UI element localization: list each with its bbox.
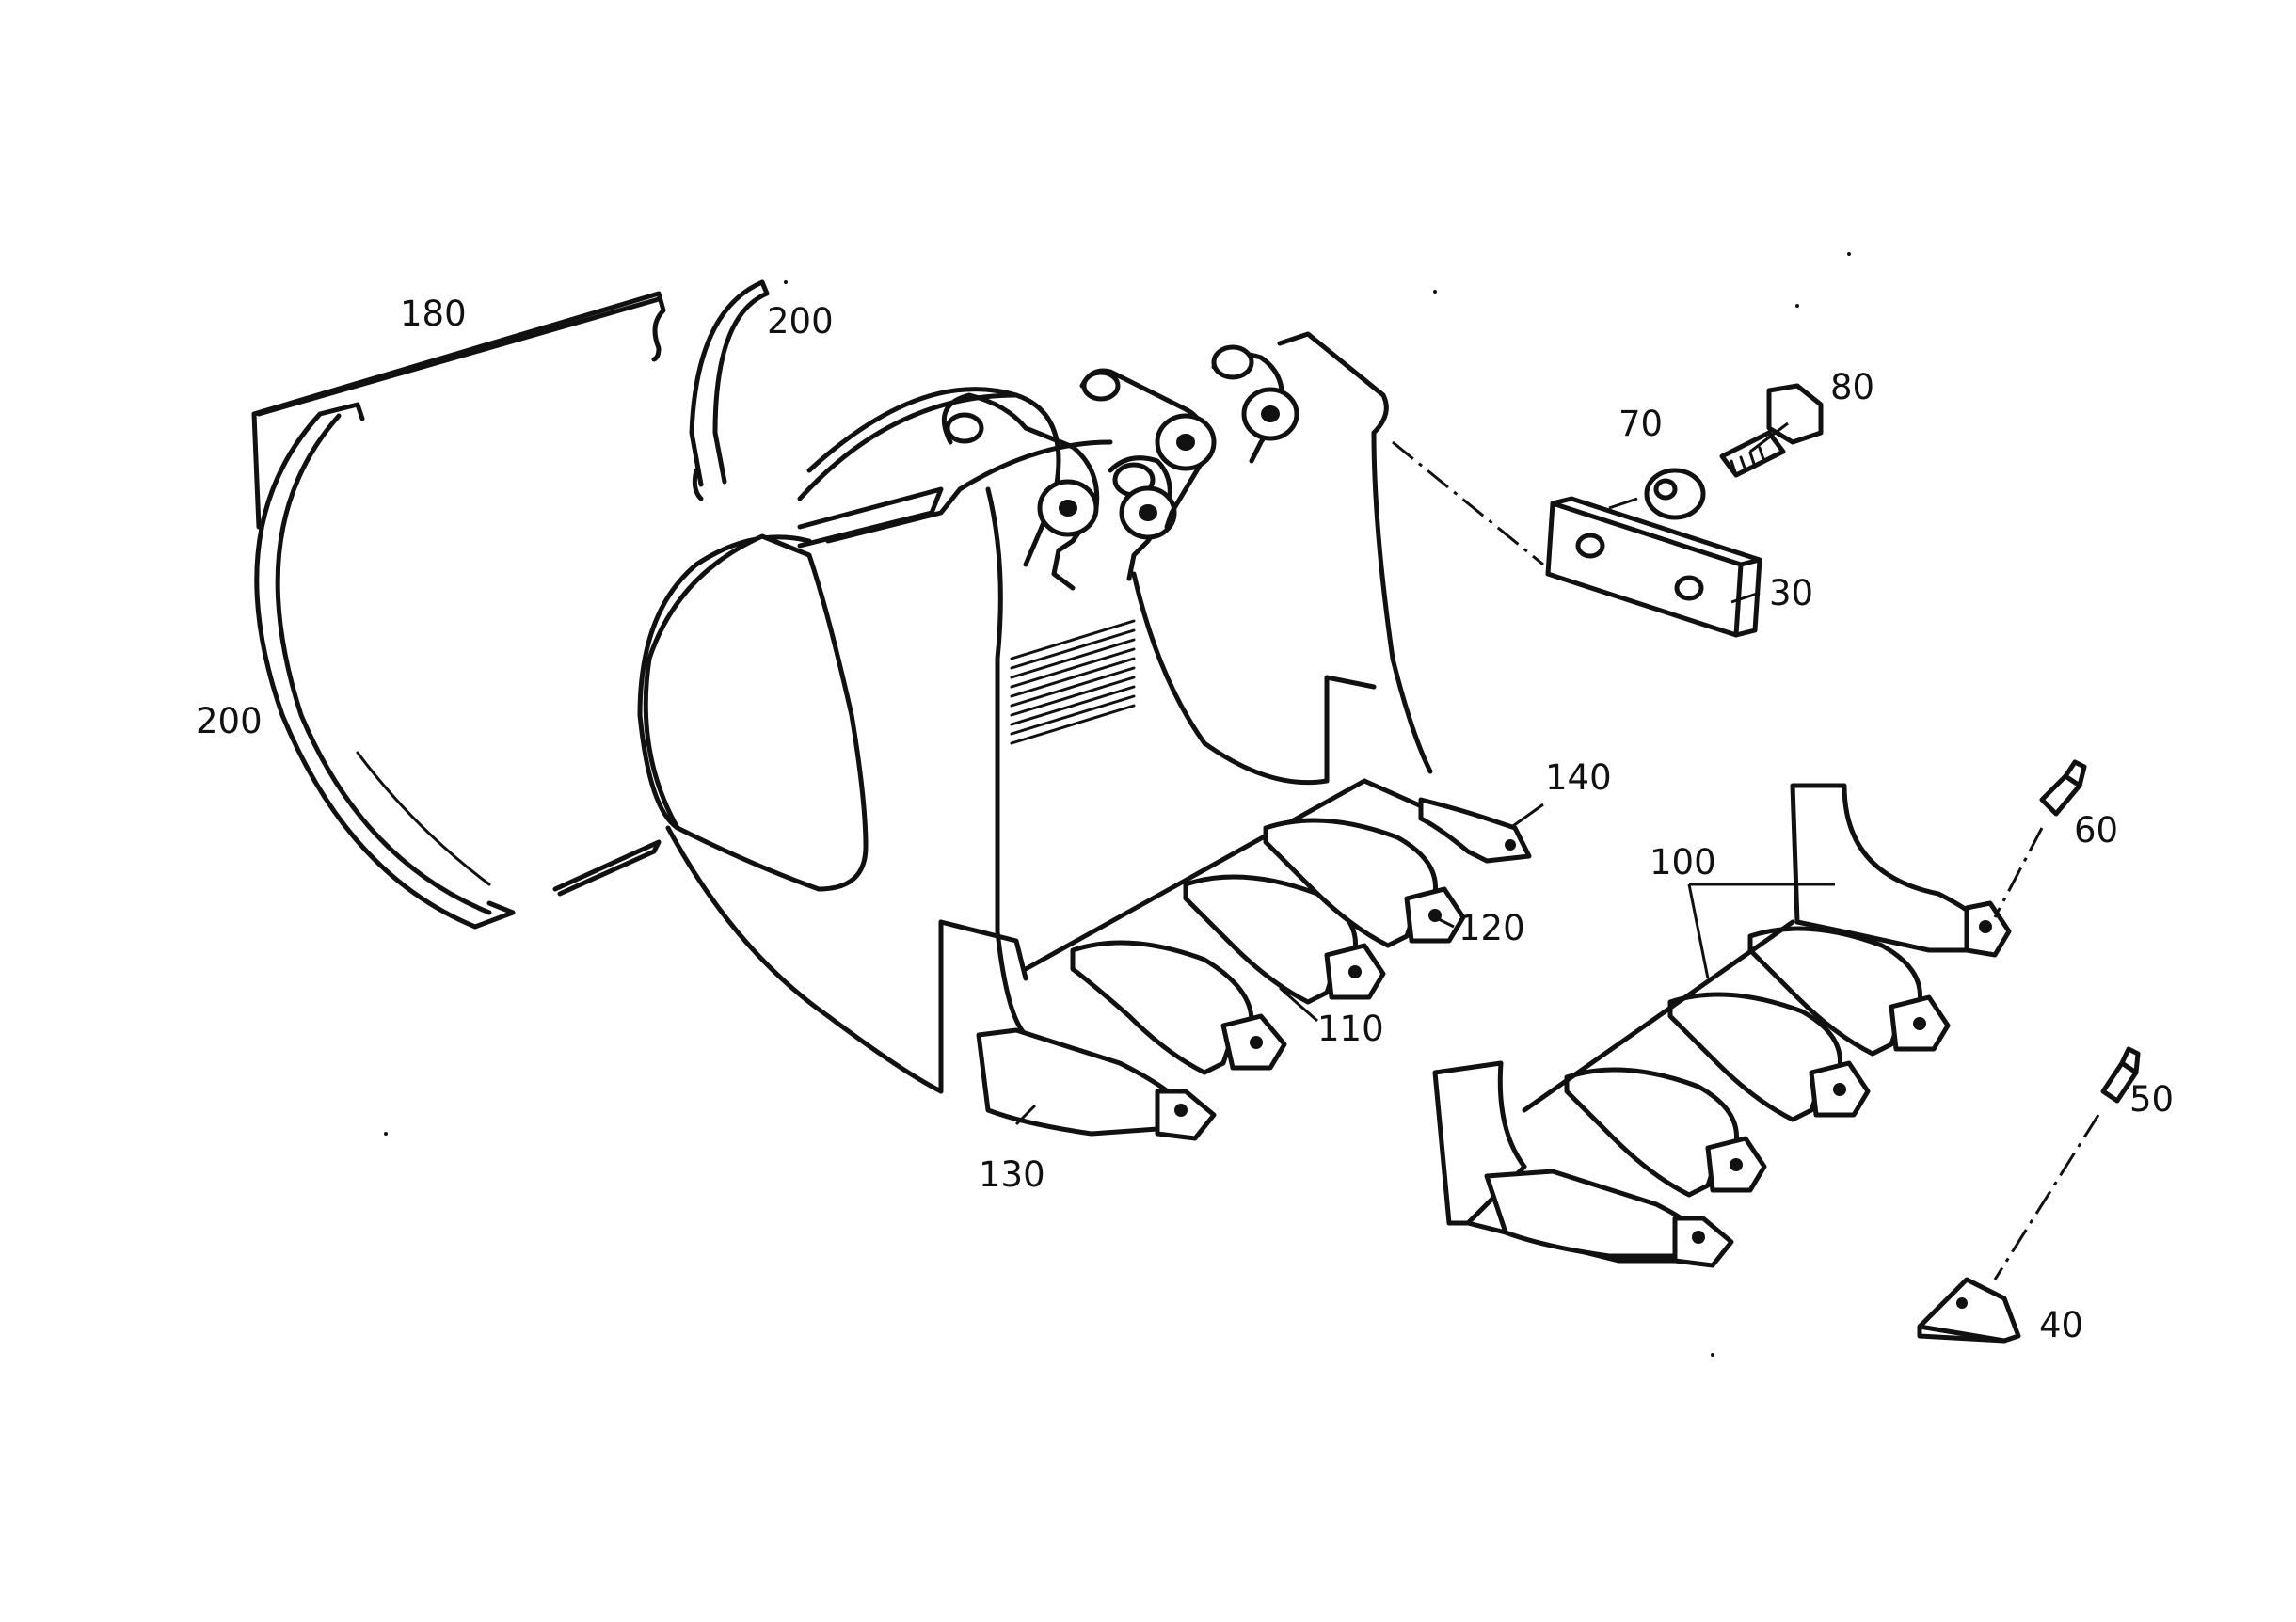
part-70-washer [1644, 468, 1706, 520]
callout-60: 60 [2074, 810, 2119, 851]
bucket-body [637, 331, 1452, 1094]
part-200-top-wear-strip [689, 279, 770, 487]
callout-100: 100 [1650, 842, 1716, 883]
leader-lines [1014, 421, 1835, 1126]
callout-30: 30 [1769, 573, 1814, 613]
part-80-bolt [1719, 383, 1824, 478]
part-200-left-wear-strip [254, 402, 516, 930]
callout-130: 130 [979, 1154, 1045, 1195]
bucket-teeth-group [976, 797, 1532, 1141]
callout-50: 50 [2129, 1079, 2175, 1120]
part-180-side-plate [251, 291, 704, 897]
callout-40: 40 [2039, 1305, 2084, 1345]
part-30-plate [1545, 496, 1762, 638]
bolt-axis-centerline [1392, 440, 1544, 566]
callout-110: 110 [1317, 1009, 1384, 1049]
callout-180: 180 [400, 294, 467, 334]
pin-50-axis [1993, 1114, 2100, 1280]
scan-specks [384, 252, 1851, 1357]
part-50-pin [2100, 1046, 2141, 1104]
callout-70: 70 [1618, 404, 1664, 444]
callout-200-top: 200 [767, 301, 834, 342]
part-100-tooth-row [1432, 783, 2012, 1268]
part-40-tip [1917, 1277, 2021, 1344]
pin-60-axis [1993, 827, 2044, 918]
cross-bar-hatching [1010, 619, 1136, 745]
callout-200-left: 200 [196, 701, 263, 741]
callout-80: 80 [1830, 367, 1875, 407]
callout-140: 140 [1545, 757, 1612, 798]
part-60-pin [2039, 759, 2087, 817]
callout-120: 120 [1459, 908, 1525, 948]
